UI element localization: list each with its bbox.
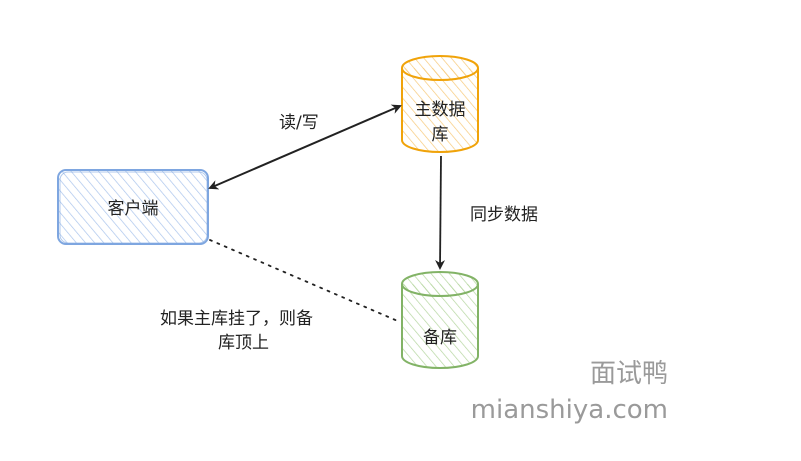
- read-write-label: 读/写: [279, 113, 319, 133]
- read-write-edge: [208, 104, 402, 190]
- failover-label-line1: 如果主库挂了，则备: [160, 309, 313, 329]
- watermark-domain: mianshiya.com: [471, 395, 668, 425]
- client-node: 客户端: [57, 169, 209, 245]
- standby-db-label: 备库: [423, 328, 457, 348]
- client-label: 客户端: [108, 199, 159, 219]
- sync-edge: [435, 155, 446, 270]
- standby-db-node: 备库: [401, 271, 479, 369]
- primary-db-node: 主数据 库: [401, 55, 479, 153]
- primary-db-label-line2: 库: [432, 125, 449, 145]
- primary-db-label-line1: 主数据: [415, 100, 466, 120]
- failover-edge: [209, 239, 401, 323]
- failover-label-line2: 库顶上: [218, 333, 269, 353]
- watermark-brand: 面试鸭: [590, 359, 668, 389]
- sync-label: 同步数据: [470, 205, 538, 225]
